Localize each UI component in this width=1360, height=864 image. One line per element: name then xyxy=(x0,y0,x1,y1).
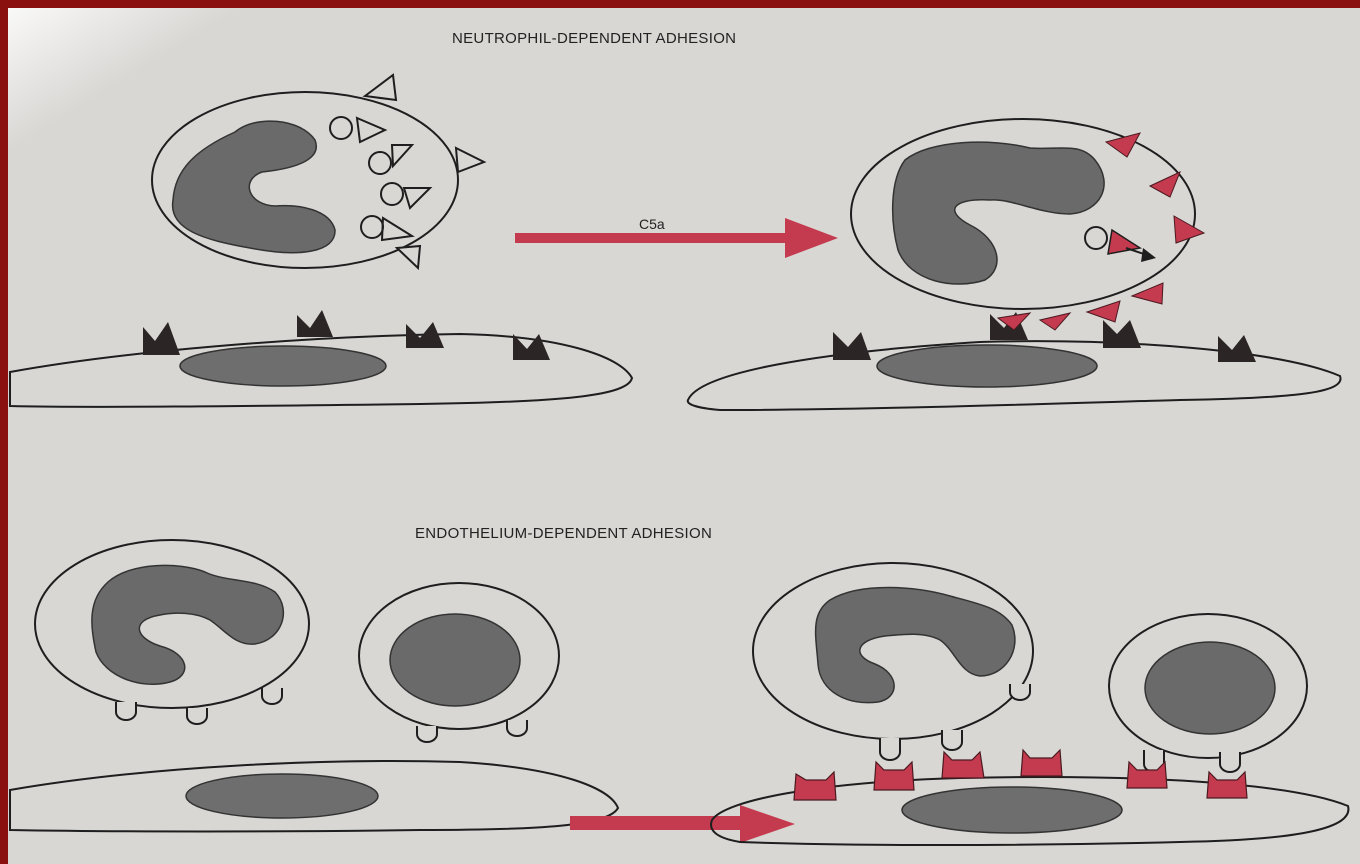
selectin-ligands xyxy=(880,684,1030,760)
endothelial-nucleus xyxy=(877,345,1097,387)
diagram-figure: NEUTROPHIL-DEPENDENT ADHESION C5a ENDOTH… xyxy=(8,8,1360,864)
lymphocyte-nucleus xyxy=(390,614,520,706)
granule-group xyxy=(330,117,430,240)
lymphocyte-nucleus xyxy=(1145,642,1275,734)
neutrophil-nucleus xyxy=(92,565,283,684)
endothelial-receptor xyxy=(833,332,871,360)
title-neutrophil-dependent: NEUTROPHIL-DEPENDENT ADHESION xyxy=(452,30,736,47)
endothelial-receptor xyxy=(1218,335,1256,362)
granule xyxy=(1085,227,1107,249)
selectin-ligands xyxy=(417,720,527,742)
endothelial-receptor xyxy=(297,310,333,337)
diagram-canvas xyxy=(8,8,1360,864)
granule-movement-arrowhead xyxy=(1141,248,1156,262)
c5a-arrow xyxy=(515,218,838,258)
transition-arrow xyxy=(570,805,795,843)
endothelial-nucleus xyxy=(186,774,378,818)
endothelial-nucleus xyxy=(902,787,1122,833)
endothelial-receptor xyxy=(143,322,180,355)
endothelial-receptor xyxy=(406,322,444,348)
title-endothelium-dependent: ENDOTHELIUM-DEPENDENT ADHESION xyxy=(415,525,712,542)
neutrophil-nucleus xyxy=(893,142,1104,284)
endothelial-receptor xyxy=(1103,320,1141,348)
label-c5a: C5a xyxy=(639,216,665,232)
neutrophil-nucleus xyxy=(816,588,1015,703)
endothelial-nucleus xyxy=(180,346,386,386)
